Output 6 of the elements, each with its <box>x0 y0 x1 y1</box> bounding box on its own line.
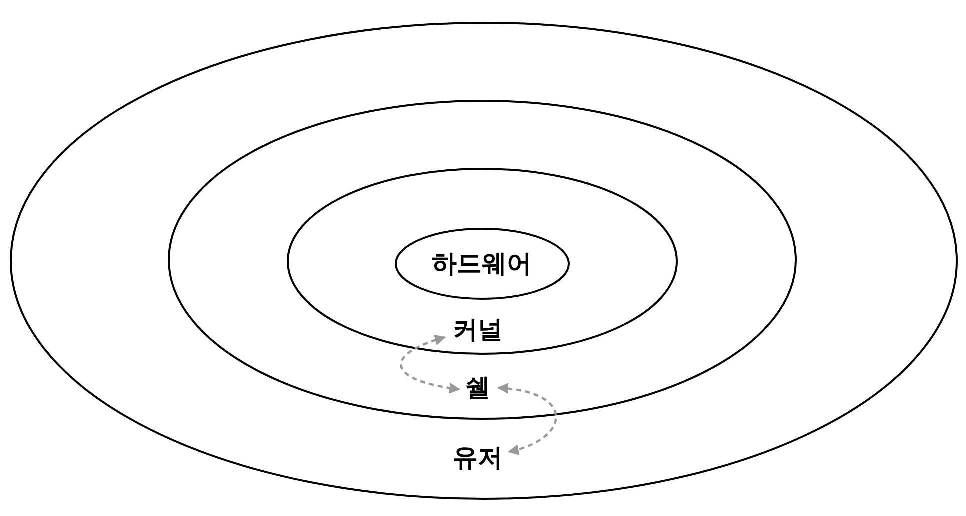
dashed-arrow <box>400 335 461 394</box>
layer-label: 커널 <box>453 315 503 345</box>
layer-label: 하드웨어 <box>432 249 532 279</box>
dashed-arrow <box>497 384 558 455</box>
layer-label: 유저 <box>453 443 503 473</box>
layer-label: 쉘 <box>466 373 490 403</box>
